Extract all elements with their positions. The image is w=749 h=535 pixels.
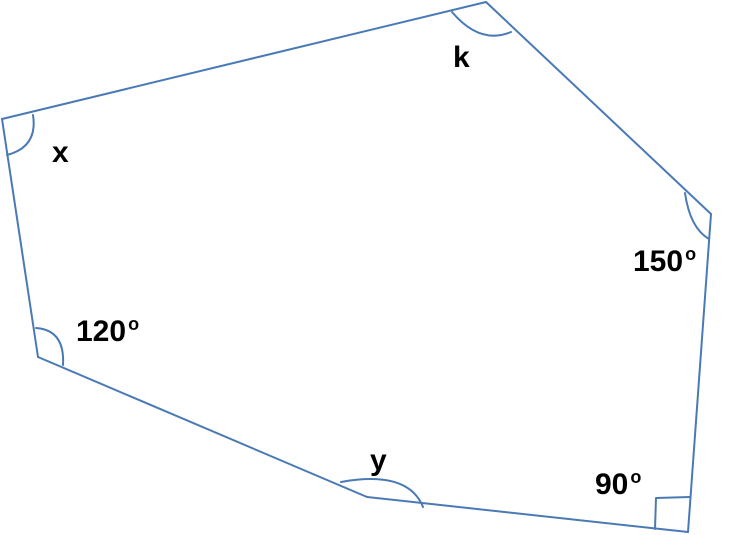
degree-mark-120: o bbox=[128, 314, 139, 334]
angle-arcs bbox=[6, 11, 710, 530]
angle-arc-k bbox=[451, 11, 512, 37]
angle-label-y: y bbox=[370, 444, 387, 477]
angle-label-k: k bbox=[453, 41, 470, 74]
edge-y-120 bbox=[37, 356, 368, 498]
angle-label-x: x bbox=[52, 136, 69, 169]
angle-arc-150 bbox=[684, 192, 710, 240]
angle-arc-y bbox=[340, 478, 424, 508]
degree-mark-150: o bbox=[685, 244, 696, 264]
edge-x-k bbox=[1, 1, 487, 120]
degree-mark-90: o bbox=[630, 467, 641, 487]
edge-90-y bbox=[366, 496, 689, 533]
edge-k-150 bbox=[485, 1, 712, 215]
angle-arc-120 bbox=[35, 327, 65, 366]
polygon-edges bbox=[1, 1, 712, 533]
angle-arc-x bbox=[6, 114, 35, 156]
edge-150-90 bbox=[687, 213, 712, 533]
angle-arc-90 bbox=[654, 496, 691, 530]
edge-120-x bbox=[1, 118, 39, 358]
